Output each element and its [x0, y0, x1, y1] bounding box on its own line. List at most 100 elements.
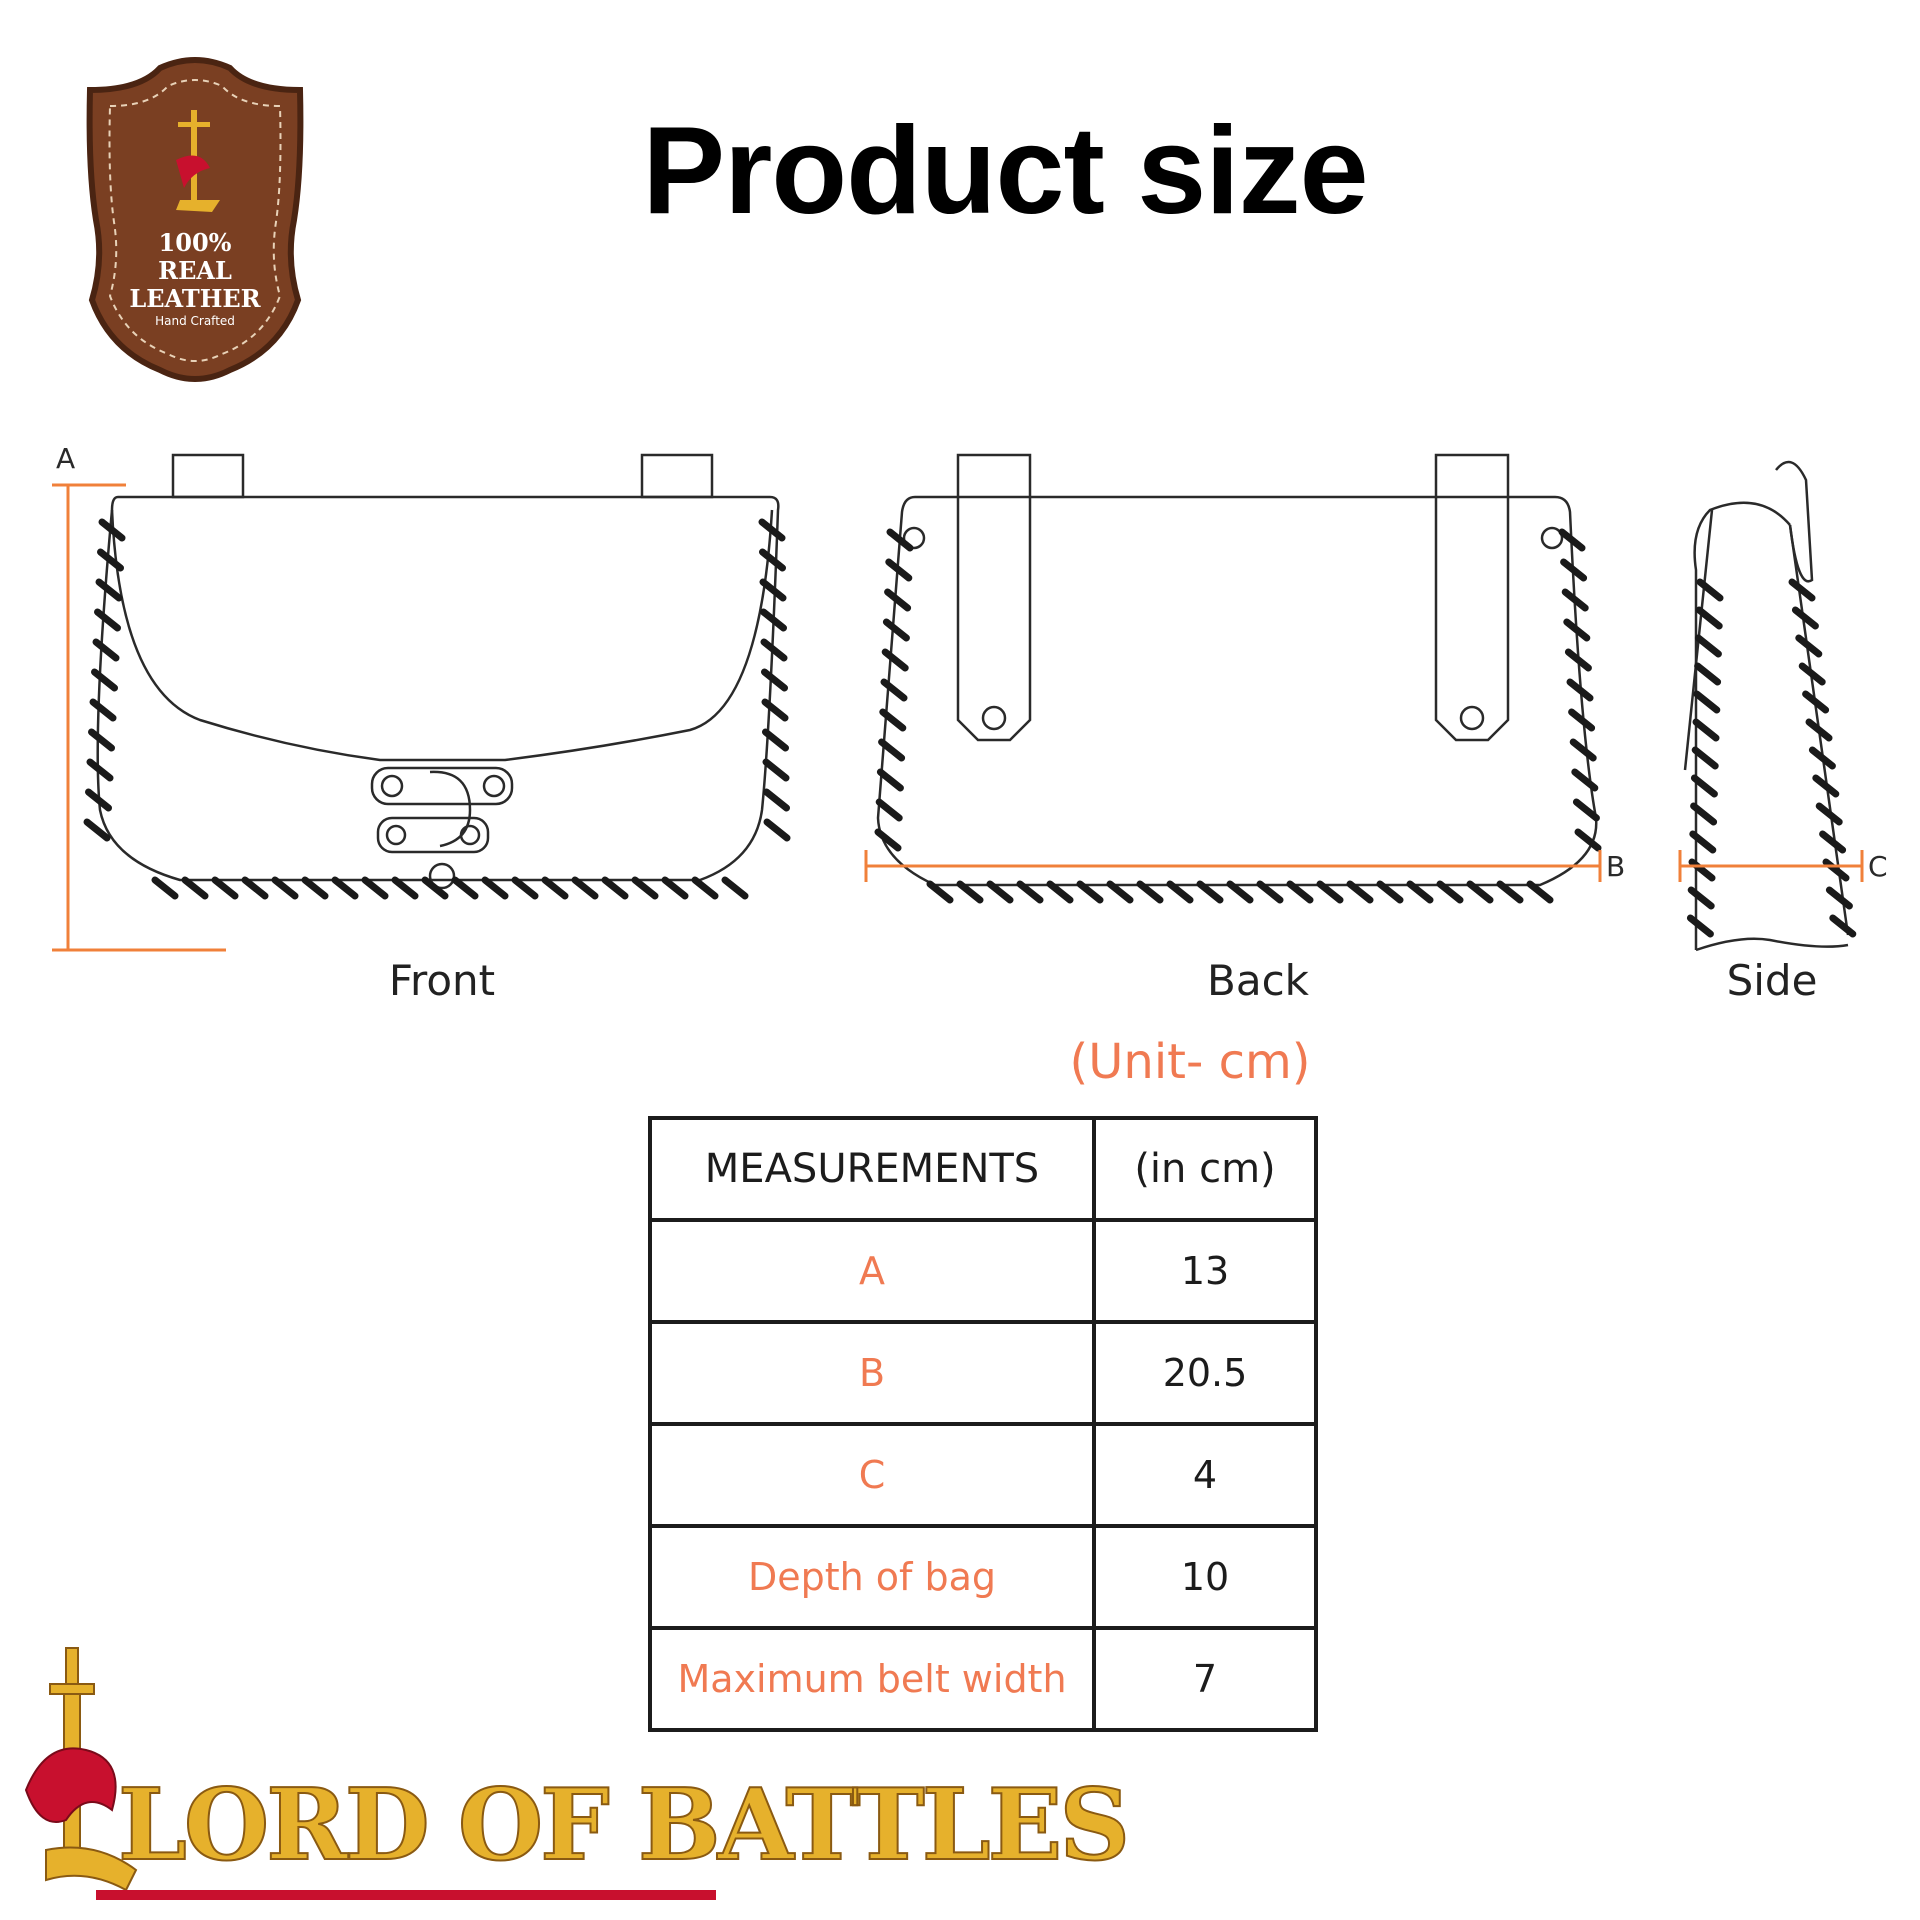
dimension-label-a: A — [56, 442, 75, 475]
dimension-label-c: C — [1868, 850, 1888, 883]
lace-stitch — [759, 578, 787, 602]
lace-stitch — [761, 698, 789, 722]
lace-stitch — [1406, 880, 1434, 904]
sword-emblem-icon — [176, 110, 220, 212]
front-strap-left — [171, 453, 245, 499]
dimension-label-b: B — [1606, 850, 1625, 883]
side-lacing — [1686, 578, 1857, 938]
view-label-side: Side — [1727, 956, 1818, 1005]
table-row: Maximum belt width 7 — [648, 1626, 1318, 1732]
lace-stitch — [1574, 828, 1602, 852]
lace-stitch — [391, 876, 419, 900]
lace-stitch — [1798, 662, 1826, 686]
lace-stitch — [1815, 802, 1843, 826]
brand-wordmark: LORD OF BATTLES — [117, 1767, 1131, 1884]
lace-stitch — [95, 578, 123, 602]
lace-stitch — [151, 876, 179, 900]
lace-stitch — [1571, 768, 1599, 792]
real-leather-badge: 100% REAL LEATHER Hand Crafted — [80, 50, 310, 410]
lace-stitch — [1566, 678, 1594, 702]
lace-stitch — [926, 880, 954, 904]
table-row: A 13 — [648, 1218, 1318, 1324]
lace-stitch — [301, 876, 329, 900]
brand-logo — [16, 1640, 736, 1910]
lace-stitch — [876, 768, 904, 792]
lace-stitch — [886, 528, 914, 552]
lace-stitch — [986, 880, 1014, 904]
lace-stitch — [760, 608, 787, 632]
lace-stitch — [1693, 690, 1721, 714]
lace-stitch — [1376, 880, 1404, 904]
lace-stitch — [1106, 880, 1134, 904]
table-row: B 20.5 — [648, 1320, 1318, 1426]
lace-stitch — [1689, 830, 1717, 854]
lace-stitch — [878, 738, 906, 762]
lace-stitch — [1829, 914, 1857, 938]
view-label-front: Front — [389, 956, 495, 1005]
front-view: A — [52, 442, 791, 952]
lace-stitch — [758, 518, 786, 542]
lace-stitch — [1687, 886, 1715, 910]
badge-line-2: REAL — [158, 256, 232, 285]
lace-stitch — [881, 648, 909, 672]
lace-stitch — [91, 668, 118, 692]
unit-note: (Unit- cm) — [1069, 1034, 1311, 1090]
lace-stitch — [1316, 880, 1344, 904]
lace-stitch — [98, 518, 126, 542]
lace-stitch — [1166, 880, 1194, 904]
lace-stitch — [956, 880, 984, 904]
row-label: B — [648, 1320, 1096, 1426]
lace-stitch — [1822, 858, 1850, 882]
table-header-value: (in cm) — [1092, 1116, 1318, 1222]
lace-stitch — [875, 798, 903, 822]
view-label-back: Back — [1207, 956, 1310, 1005]
row-value: 13 — [1092, 1218, 1318, 1324]
lace-stitch — [1226, 880, 1254, 904]
front-lacing — [83, 518, 791, 900]
lace-stitch — [1561, 588, 1589, 612]
lace-stitch — [1691, 746, 1719, 770]
lace-stitch — [94, 608, 121, 632]
lace-stitch — [1196, 880, 1224, 904]
lace-stitch — [541, 876, 569, 900]
lace-stitch — [759, 548, 786, 572]
lace-stitch — [1560, 558, 1588, 582]
lace-stitch — [1286, 880, 1314, 904]
table-row: C 4 — [648, 1422, 1318, 1528]
lace-stitch — [1076, 880, 1104, 904]
table-header-row: MEASUREMENTS (in cm) — [648, 1116, 1318, 1222]
lace-stitch — [691, 876, 719, 900]
lace-stitch — [451, 876, 479, 900]
lace-stitch — [1788, 578, 1816, 602]
lace-stitch — [880, 678, 908, 702]
row-value: 7 — [1092, 1626, 1318, 1732]
lace-stitch — [631, 876, 659, 900]
lace-stitch — [874, 828, 902, 852]
table-header-label: MEASUREMENTS — [648, 1116, 1096, 1222]
lace-stitch — [885, 558, 913, 582]
back-view: B — [864, 453, 1625, 904]
lace-stitch — [762, 728, 789, 752]
lace-stitch — [86, 758, 114, 782]
lace-stitch — [1692, 718, 1720, 742]
badge-shield-icon — [86, 57, 304, 382]
row-label: C — [648, 1422, 1096, 1528]
bag-technical-drawing: .outline { fill: none; stroke: #2a2a2a; … — [52, 442, 1888, 1005]
lace-stitch — [1568, 708, 1596, 732]
lace-stitch — [211, 876, 239, 900]
lace-stitch — [763, 788, 790, 812]
lace-stitch — [1791, 606, 1819, 630]
badge-line-1: 100% — [158, 228, 232, 257]
lace-stitch — [1466, 880, 1494, 904]
row-label: Depth of bag — [648, 1524, 1096, 1630]
lace-stitch — [601, 876, 629, 900]
lace-stitch — [1694, 662, 1722, 686]
lace-stitch — [1496, 880, 1524, 904]
lace-stitch — [1694, 634, 1722, 658]
lace-stitch — [421, 876, 449, 900]
lace-stitch — [1690, 802, 1718, 826]
lace-stitch — [88, 728, 115, 752]
lace-stitch — [241, 876, 269, 900]
row-value: 4 — [1092, 1422, 1318, 1528]
lace-stitch — [721, 876, 749, 900]
